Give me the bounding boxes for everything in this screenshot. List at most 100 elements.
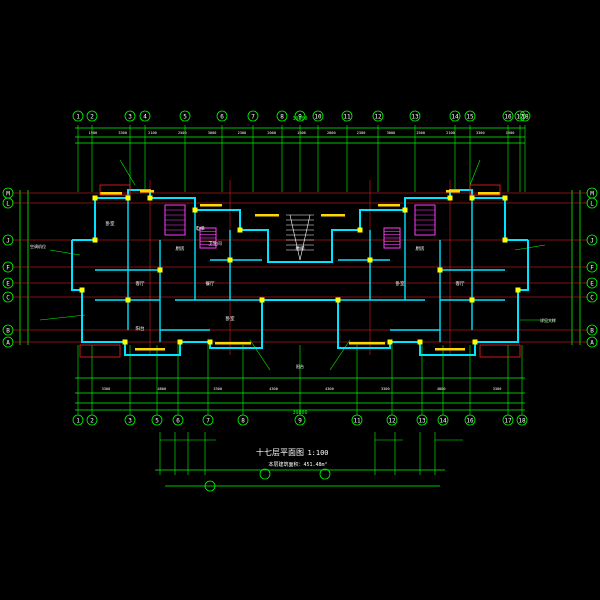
dim-label-top: 2000	[327, 131, 336, 135]
axis-bubble-bottom-circle	[502, 414, 514, 426]
note-label: 空调机位	[30, 243, 46, 249]
leader-line	[119, 159, 136, 186]
axis-bubble-bottom-label: 13	[418, 417, 426, 424]
window	[478, 192, 500, 195]
structural-column	[92, 195, 98, 201]
axis-bubble-top-circle	[124, 110, 136, 122]
axis-bubble-bottom-label: 9	[298, 417, 302, 424]
axis-bubble-top-label: 6	[220, 113, 224, 120]
axis-bubble-right-label: F	[590, 264, 594, 271]
structural-column	[207, 339, 213, 345]
window	[215, 342, 251, 345]
axis-bubble-left-label: F	[6, 264, 10, 271]
axis-bubble-bottom-circle	[416, 414, 428, 426]
axis-bubble-top-label: 14	[451, 113, 459, 120]
axis-bubble-bottom-label: 6	[176, 417, 180, 424]
axis-bubble-left-circle	[2, 336, 14, 348]
axis-bubble-bottom-label: 12	[388, 417, 396, 424]
axis-bubble-top-circle	[72, 110, 84, 122]
window	[378, 204, 400, 207]
wall-outline-left	[72, 189, 300, 263]
structural-column	[192, 207, 198, 213]
axis-bubble-left-label: E	[6, 280, 10, 287]
dim-label-top: 2500	[178, 131, 187, 135]
window	[446, 190, 460, 193]
axis-bubble-right-label: B	[590, 327, 594, 334]
drawing-scale: 1:100	[307, 449, 328, 457]
window	[435, 348, 465, 351]
axis-bubble-top-circle	[86, 110, 98, 122]
axis-bubble-right-label: A	[590, 339, 594, 346]
wall-layer	[71, 184, 529, 358]
structural-column	[125, 297, 131, 303]
dim-label-top: 3300	[476, 131, 485, 135]
axis-bubble-left-circle	[2, 234, 14, 246]
room-label: 阳台	[136, 325, 145, 332]
axis-bubble-left-label: M	[6, 190, 10, 197]
axis-bubble-bottom-label: 14	[439, 417, 447, 424]
axis-bubble-right-circle	[586, 234, 598, 246]
wall-outline-right-bottom	[300, 240, 529, 356]
structural-column	[122, 339, 128, 345]
dim-label-top: 3000	[208, 131, 217, 135]
axis-bubble-top-label: 7	[251, 113, 255, 120]
dim-label-top: 1900	[506, 131, 515, 135]
axis-bubble-top-circle	[139, 110, 151, 122]
room-label: 卧室	[396, 280, 405, 287]
axis-bubble-top-circle	[216, 110, 228, 122]
leader-line	[49, 249, 81, 256]
axis-bubble-top-label: 3	[128, 113, 132, 120]
overall-dimension-top: 39800	[292, 116, 307, 122]
axis-bubble-right-circle	[586, 291, 598, 303]
dim-label-top: 3300	[118, 131, 127, 135]
room-label: 客厅	[456, 280, 465, 287]
dim-label-top: 2300	[357, 131, 366, 135]
axis-bubble-top-label: 15	[466, 113, 474, 120]
axis-bubble-top-circle	[276, 110, 288, 122]
axis-bubble-top-label: 5	[183, 113, 187, 120]
axis-bubble-right-label: C	[590, 294, 594, 301]
leader-line	[514, 244, 546, 251]
axis-bubble-left-label: J	[6, 237, 10, 244]
axis-bubble-right-label: J	[590, 237, 594, 244]
axis-bubble-top-label: 13	[411, 113, 419, 120]
axis-bubble-top-label: 8	[280, 113, 284, 120]
overall-dimension-bottom: 39800	[292, 410, 307, 416]
dim-label-top: 2500	[416, 131, 425, 135]
balcony-outline	[99, 184, 131, 196]
axis-bubble-left-label: C	[6, 294, 10, 301]
axis-bubble-bottom-circle	[86, 414, 98, 426]
room-label: 卧室	[106, 220, 115, 227]
axis-bubble-bottom-label: 16	[466, 417, 474, 424]
wall-outline-right	[300, 189, 528, 263]
axis-bubble-top-circle	[247, 110, 259, 122]
axis-bubble-left-circle	[2, 291, 14, 303]
window	[200, 204, 222, 207]
structural-column	[79, 287, 85, 293]
structural-column	[387, 339, 393, 345]
dim-label-top: 2000	[267, 131, 276, 135]
structural-column	[157, 267, 163, 273]
dim-label-top: 1800	[297, 131, 306, 135]
window	[349, 342, 385, 345]
structural-column	[469, 297, 475, 303]
axis-bubble-right-circle	[586, 336, 598, 348]
axis-bubble-right-circle	[586, 324, 598, 336]
axis-bubble-left-label: B	[6, 327, 10, 334]
dim-label-bottom: 4300	[269, 387, 278, 391]
structural-column	[237, 227, 243, 233]
detail-symbol	[259, 468, 271, 480]
structural-column	[447, 195, 453, 201]
structural-column	[402, 207, 408, 213]
note-label: 阳台	[296, 363, 304, 369]
furniture-layer: 卧室客厅厨房卫生间餐厅卧室阳台电梯楼梯卧室客厅厨房空调机位阳台详见大样	[30, 204, 556, 369]
room-label: 厨房	[416, 245, 425, 252]
legend-layer	[155, 432, 463, 492]
dim-label-bottom: 3300	[381, 387, 390, 391]
axis-bubble-right-circle	[586, 261, 598, 273]
dim-label-bottom: 4800	[157, 387, 166, 391]
room-label: 卫生间	[208, 240, 222, 247]
structural-column	[335, 297, 341, 303]
axis-bubble-top-circle	[519, 110, 531, 122]
